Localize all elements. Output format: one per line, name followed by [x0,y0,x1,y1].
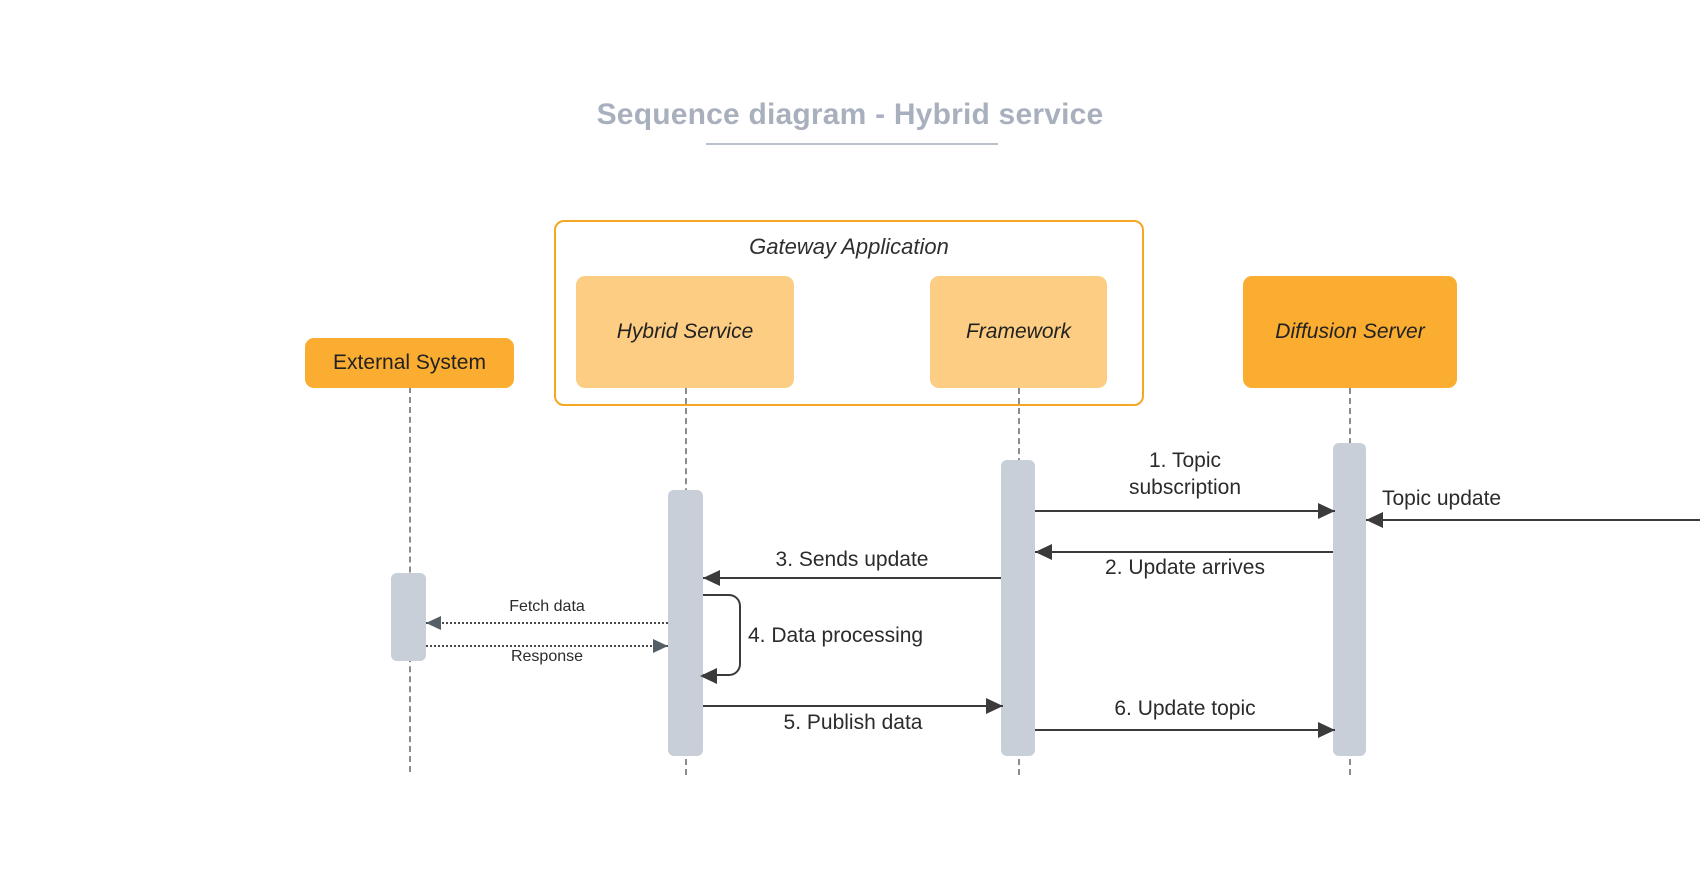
message-line-topic-subscription [1035,510,1335,512]
message-line-publish-data [703,705,1003,707]
message-arrowhead-fetch-data [426,616,441,630]
message-label-update-arrives: 2. Update arrives [1105,556,1265,579]
message-arrowhead-update-topic [1318,722,1335,738]
participant-label-diffusion-server: Diffusion Server [1275,320,1425,344]
message-line-update-arrives [1035,551,1333,553]
participant-label-framework: Framework [965,320,1071,344]
participant-framework[interactable]: Framework [930,276,1107,388]
message-arrowhead-data-processing [700,668,717,684]
message-line-fetch-data [426,622,668,624]
message-arrowhead-sends-update [703,570,720,586]
activation-bar-diffusion-server [1333,443,1366,756]
message-arrowhead-topic-update [1366,512,1383,528]
activation-bar-external-system [391,573,426,661]
message-label-response: Response [510,648,584,665]
message-line-sends-update [703,577,1001,579]
message-line-response [426,645,668,647]
participant-label-external-system: External System [333,351,486,375]
message-label-topic-subscription: 1. Topic subscription [1128,449,1242,499]
message-label-update-topic: 6. Update topic [1114,697,1256,720]
message-label-topic-update: Topic update [1382,487,1502,510]
participant-label-hybrid-service: Hybrid Service [616,320,754,344]
title-underline [706,143,998,145]
participant-external-system[interactable]: External System [305,338,514,388]
participant-diffusion-server[interactable]: Diffusion Server [1243,276,1457,388]
message-label-sends-update: 3. Sends update [775,548,929,571]
message-label-fetch-data: Fetch data [509,598,585,615]
message-arrowhead-publish-data [986,698,1003,714]
message-arrowhead-response [653,639,668,653]
activation-bar-hybrid-service [668,490,703,756]
message-arrowhead-update-arrives [1035,544,1052,560]
group-label-gateway-application: Gateway Application [749,234,949,259]
participant-hybrid-service[interactable]: Hybrid Service [576,276,794,388]
activation-bar-framework [1001,460,1035,756]
message-label-data-processing: 4. Data processing [748,624,924,647]
message-line-update-topic [1035,729,1335,731]
page-title: Sequence diagram - Hybrid service [596,98,1104,131]
message-selfloop-data-processing [703,594,741,676]
message-arrowhead-topic-subscription [1318,503,1335,519]
message-line-topic-update [1366,519,1700,521]
message-label-publish-data: 5. Publish data [783,711,923,734]
